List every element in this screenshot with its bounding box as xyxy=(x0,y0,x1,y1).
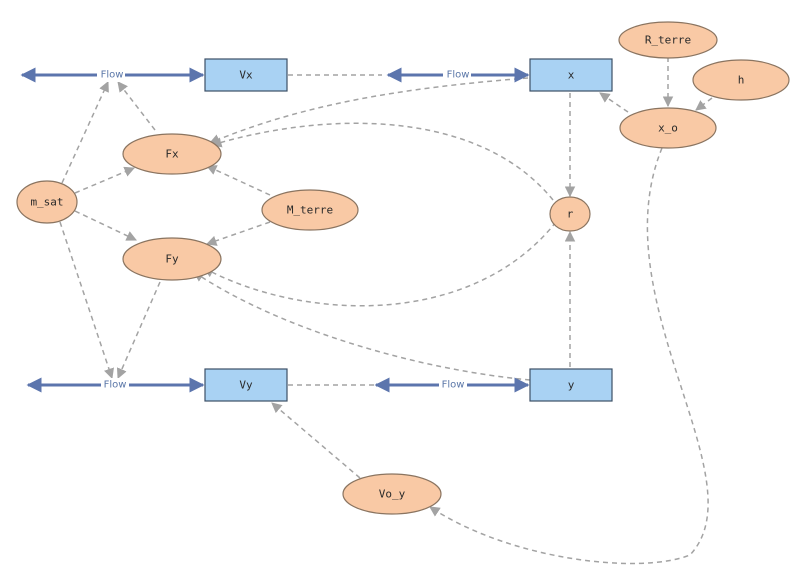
flow-vy-label: Flow xyxy=(104,380,127,391)
aux-fx-label: Fx xyxy=(165,148,179,161)
aux-m-terre[interactable]: M_terre xyxy=(261,189,359,231)
stock-x[interactable]: x xyxy=(529,58,613,92)
flow-y-label: Flow xyxy=(442,380,465,391)
flow-vx-label: Flow xyxy=(101,70,124,81)
aux-m-terre-shape[interactable] xyxy=(261,189,359,231)
aux-vo-y[interactable]: Vo_y xyxy=(342,473,442,515)
aux-r-terre-shape[interactable] xyxy=(618,21,718,59)
links xyxy=(59,57,713,565)
flow-vx-label-bg xyxy=(97,68,125,82)
link-fx-flow-vx xyxy=(117,81,156,131)
link-xo-x xyxy=(599,92,629,113)
link-y-fy xyxy=(193,271,531,381)
aux-r-shape[interactable] xyxy=(549,196,591,232)
stock-vy-box[interactable] xyxy=(204,368,288,402)
aux-vo-y-shape[interactable] xyxy=(342,473,442,515)
link-voy-vy xyxy=(271,402,361,479)
aux-m-terre-label: M_terre xyxy=(287,204,333,217)
aux-x-o[interactable]: x_o xyxy=(619,107,717,149)
stock-x-label: x xyxy=(568,69,575,82)
link-mterre-fx xyxy=(206,165,271,196)
stock-vy[interactable]: Vy xyxy=(204,368,288,402)
stock-y-box[interactable] xyxy=(529,368,613,402)
flow-y-label-bg xyxy=(439,378,467,392)
aux-r-label: r xyxy=(567,208,574,221)
link-msat-flow-vy xyxy=(59,221,114,379)
aux-x-o-shape[interactable] xyxy=(619,107,717,149)
stocks: Vx x Vy y xyxy=(204,58,613,402)
aux-m-sat-shape[interactable] xyxy=(16,180,78,224)
aux-vo-y-label: Vo_y xyxy=(379,488,406,501)
aux-h-label: h xyxy=(738,74,745,87)
aux-fx-shape[interactable] xyxy=(122,133,222,175)
flow-vx[interactable]: Flow xyxy=(20,67,205,83)
link-r-fx xyxy=(210,122,554,201)
stock-vx-box[interactable] xyxy=(204,58,288,92)
stock-vx[interactable]: Vx xyxy=(204,58,288,92)
flow-x-label-bg xyxy=(443,68,471,82)
aux-h[interactable]: h xyxy=(692,59,790,101)
aux-r-terre[interactable]: R_terre xyxy=(618,21,718,59)
aux-r-terre-label: R_terre xyxy=(645,34,691,47)
stock-vy-label: Vy xyxy=(239,379,253,392)
auxiliaries: R_terre h x_o Fx m_sat M_terre r Fy xyxy=(16,21,790,515)
aux-fx[interactable]: Fx xyxy=(122,133,222,175)
aux-fy-label: Fy xyxy=(165,253,179,266)
stock-y[interactable]: y xyxy=(529,368,613,402)
link-h-xo xyxy=(695,97,713,111)
link-msat-flow-vx xyxy=(61,81,109,184)
aux-fy-shape[interactable] xyxy=(122,237,222,281)
link-xo-voy xyxy=(429,147,709,565)
flow-vy[interactable]: Flow xyxy=(26,377,205,393)
aux-m-sat-label: m_sat xyxy=(30,196,63,209)
flow-y[interactable]: Flow xyxy=(374,377,530,393)
link-msat-fx xyxy=(74,166,135,194)
flow-vy-label-bg xyxy=(101,378,129,392)
aux-h-shape[interactable] xyxy=(692,59,790,101)
stock-y-label: y xyxy=(568,379,575,392)
flow-x-label: Flow xyxy=(447,70,470,81)
flows: Flow Flow Flow Flow xyxy=(20,67,530,393)
stock-x-box[interactable] xyxy=(529,58,613,92)
aux-m-sat[interactable]: m_sat xyxy=(16,180,78,224)
stock-vx-label: Vx xyxy=(239,69,253,82)
aux-x-o-label: x_o xyxy=(658,122,678,135)
flow-x[interactable]: Flow xyxy=(386,67,530,83)
link-msat-fy xyxy=(74,210,137,241)
link-r-fy xyxy=(203,221,557,307)
aux-fy[interactable]: Fy xyxy=(122,237,222,281)
aux-r[interactable]: r xyxy=(549,196,591,232)
link-mterre-fy xyxy=(206,221,271,246)
link-fy-flow-vy xyxy=(116,281,161,379)
